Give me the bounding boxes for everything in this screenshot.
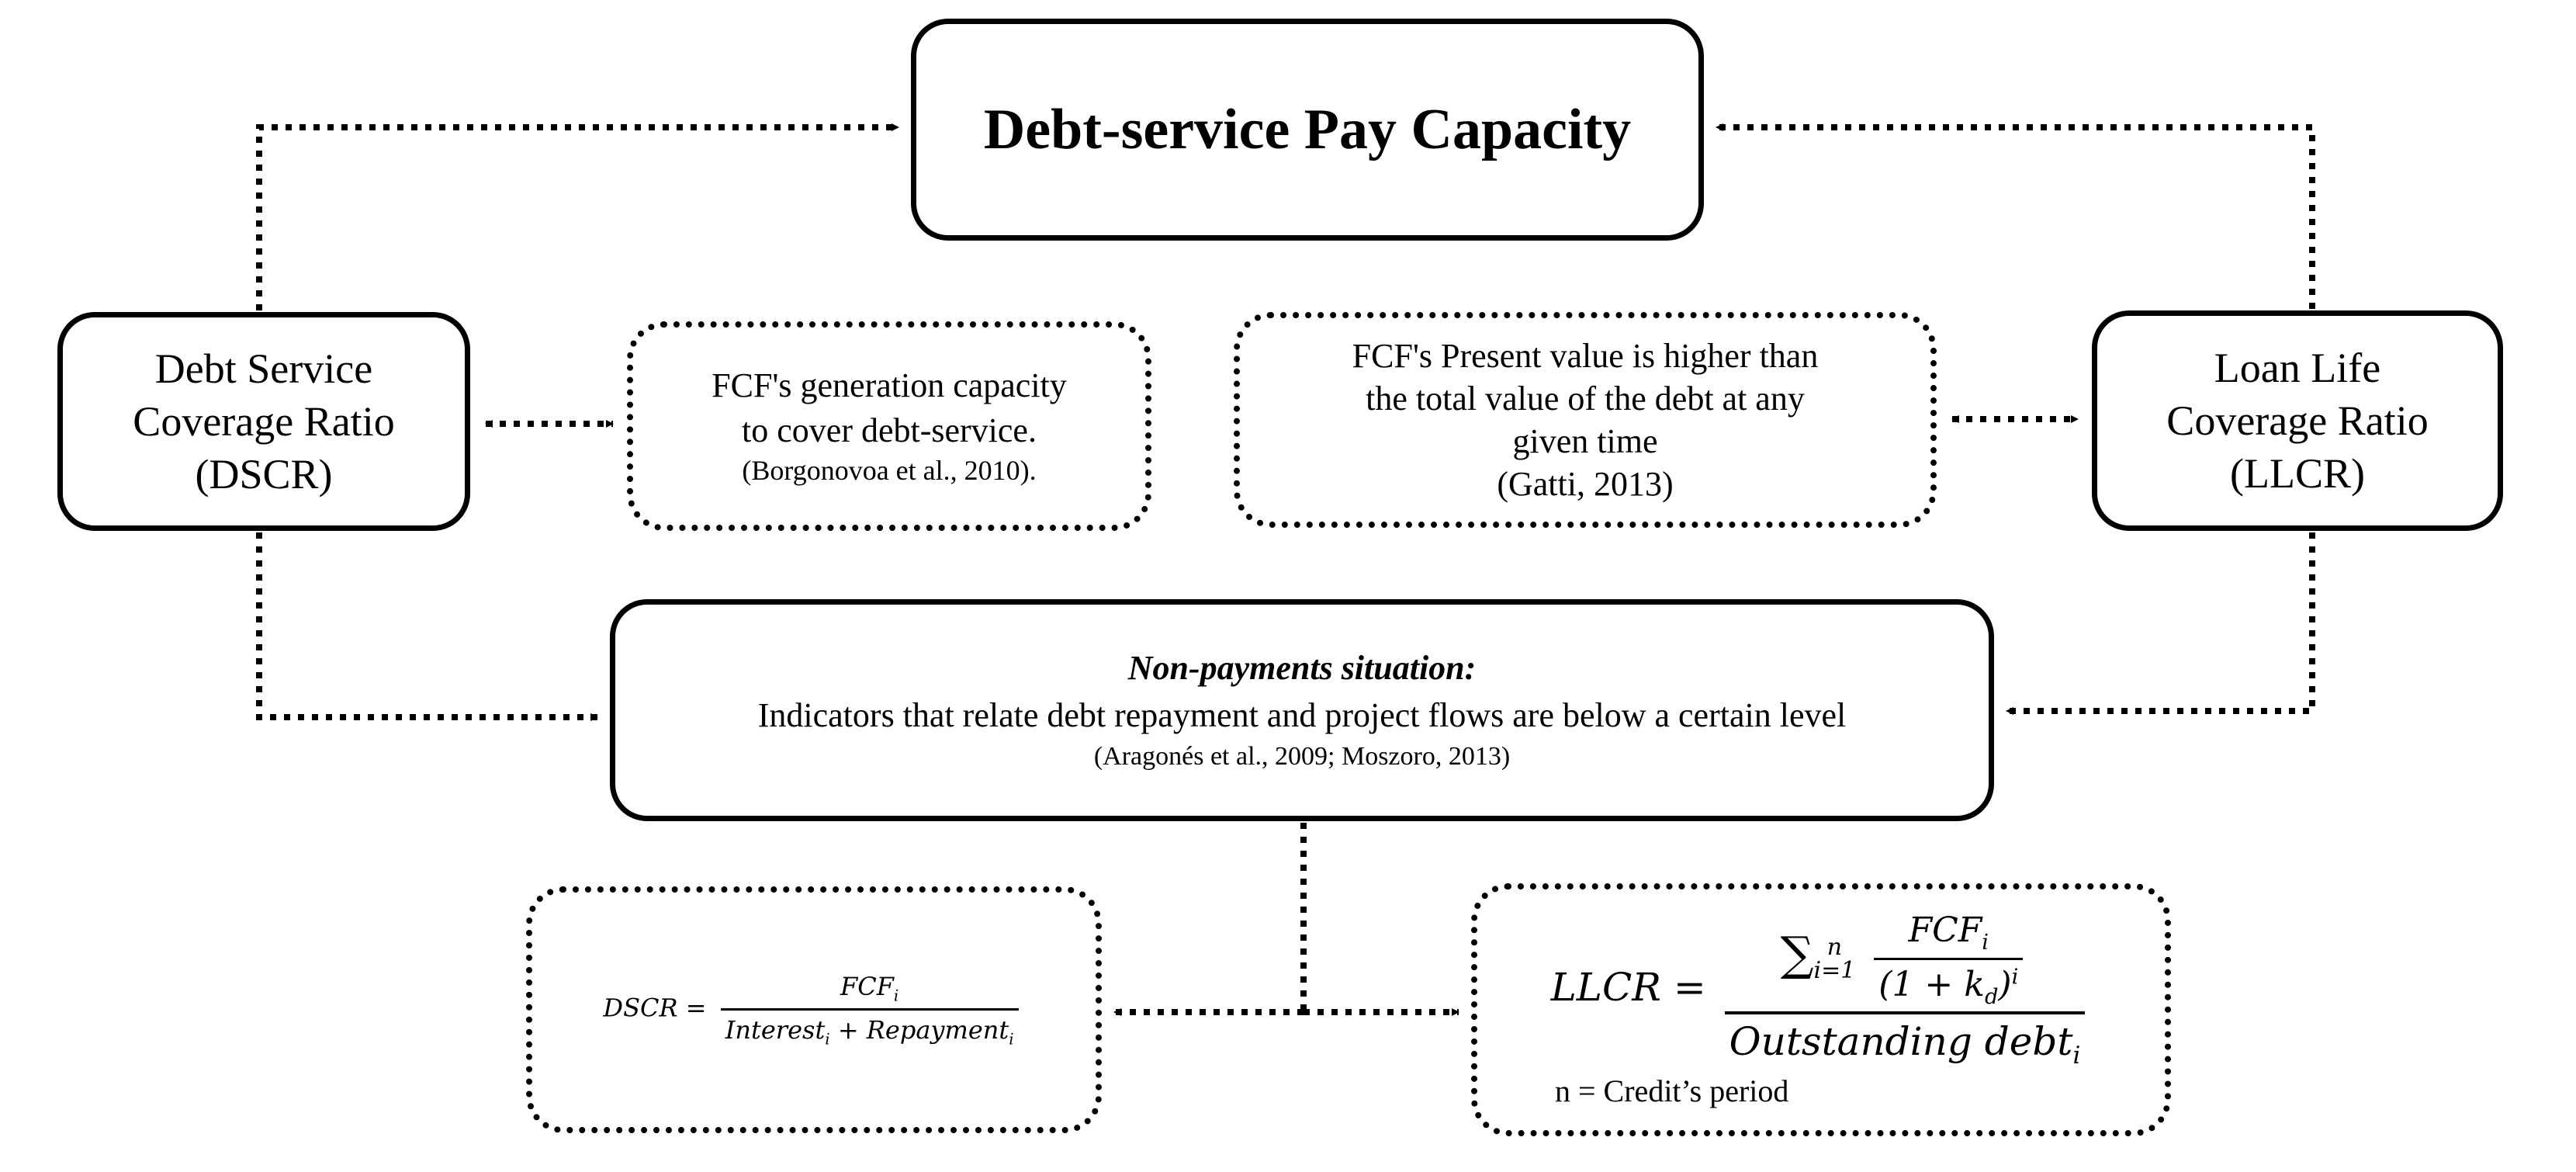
dscr-repayment-sub: i [1009,1029,1014,1048]
fcf-present-value-citation: (Gatti, 2013) [1497,465,1674,503]
dscr-box: Debt Service Coverage Ratio (DSCR) [57,312,470,531]
fcf-present-value-line: given time [1512,422,1658,460]
dscr-interest-sub: i [825,1029,830,1048]
llcr-denominator: Outstanding debti [1724,1011,2086,1070]
llcr-formula-equals: = [1673,964,1706,1010]
dscr-plus: + [837,1014,859,1045]
llcr-inner-numerator: FCFi [1904,910,1993,958]
sum-lower: i=1 [1813,957,1856,984]
sum-upper: n [1826,934,1843,961]
dscr-denominator: Interesti + Repaymenti [720,1007,1019,1048]
llcr-outstanding-debt: Outstanding debt [1729,1019,2073,1065]
non-payments-heading: Non-payments situation: [1127,648,1477,687]
llcr-discount-close: ) [1998,964,2012,1004]
llcr-inner-denominator: (1 + kd)i [1874,957,2024,1009]
llcr-to-non-payments-connector [2006,532,2315,715]
llcr-outstanding-debt-sub: i [2072,1042,2081,1070]
dscr-formula-box: DSCR = FCFi Interesti + Repaymenti [526,886,1102,1133]
fcf-generation-box: FCF's generation capacity to cover debt-… [627,321,1151,531]
dscr-fraction: FCFi Interesti + Repaymenti [720,972,1019,1048]
dscr-line: Debt Service [154,345,373,392]
fcf-present-value-box: FCF's Present value is higher than the t… [1234,312,1937,528]
llcr-to-title-connector [1716,123,2315,309]
dscr-repayment: Repayment [866,1014,1009,1045]
llcr-formula-lhs: LLCR [1550,964,1661,1010]
llcr-discount-sub: d [1984,984,1999,1009]
fcf-generation-citation: (Borgonovoa et al., 2010). [742,454,1037,486]
llcr-fcf-sub: i [1982,930,1989,955]
dscr-formula-lhs: DSCR [603,993,678,1023]
dscr-interest: Interest [725,1014,826,1045]
debt-service-pay-capacity-box: Debt-service Pay Capacity [911,19,1704,241]
llcr-line: Coverage Ratio [2166,397,2429,444]
non-payments-box: Non-payments situation: Indicators that … [610,599,1994,821]
fcf-generation-line: FCF's generation capacity [712,366,1067,405]
fcf-generation-line: to cover debt-service. [742,411,1037,449]
non-payments-text: Indicators that relate debt repayment an… [757,695,1847,734]
dscr-line: (DSCR) [195,451,333,498]
dscr-line: Coverage Ratio [133,397,395,445]
sum-symbol: ∑ [1780,927,1814,981]
llcr-discount: (1 + k [1878,964,1985,1004]
llcr-inner-fraction: FCFi (1 + kd)i [1874,910,2024,1009]
dscr-formula: DSCR = FCFi Interesti + Repaymenti [603,972,1024,1048]
dscr-numerator-sub: i [893,986,899,1005]
credit-period-note: n = Credit’s period [1555,1073,1789,1109]
non-payments-citation: (Aragonés et al., 2009; Moszoro, 2013) [1093,742,1511,772]
diagram-title: Debt-service Pay Capacity [983,97,1632,161]
llcr-discount-sup: i [2011,964,2019,989]
dscr-to-non-payments-connector [256,532,598,721]
llcr-line: Loan Life [2214,344,2381,391]
llcr-box: Loan Life Coverage Ratio (LLCR) [2092,310,2503,531]
dscr-formula-equals: = [685,993,707,1023]
dscr-numerator-text: FCF [840,972,894,1002]
llcr-line: (LLCR) [2230,450,2365,498]
llcr-fcf: FCF [1908,910,1982,950]
dscr-numerator: FCFi [836,972,903,1007]
fcf-present-value-line: the total value of the debt at any [1366,380,1805,418]
fcf-present-value-line: FCF's Present value is higher than [1352,337,1819,375]
dscr-to-title-connector [256,123,899,310]
